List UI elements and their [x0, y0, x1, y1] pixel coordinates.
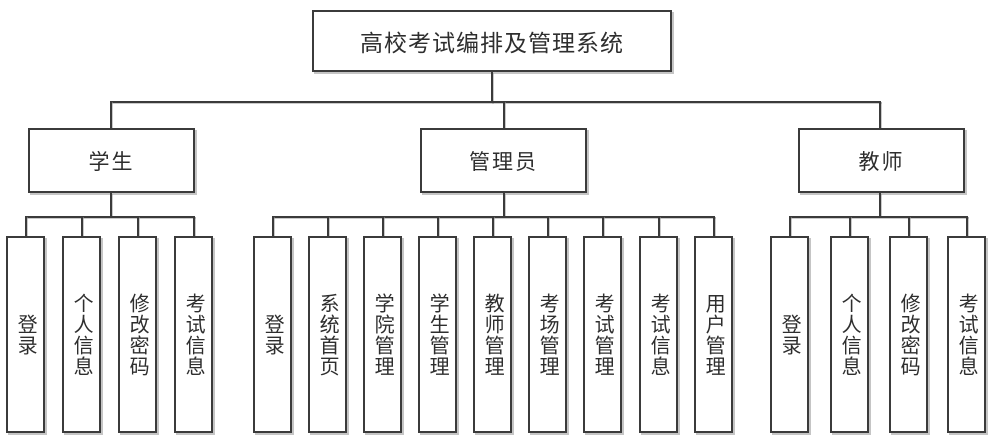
leaf-node-label: 用户管理: [702, 292, 727, 377]
leaf-node-label: 考试信息: [955, 292, 980, 377]
branch-node-label: 学生: [88, 149, 135, 174]
connector-teacher-drop: [879, 193, 881, 217]
leaf-node-teacher-login: 登录: [770, 236, 809, 433]
connector-teacher-leaf-3-stub: [966, 216, 968, 237]
leaf-node-label: 个人信息: [838, 292, 863, 377]
connector-admin-leaf-7-stub: [658, 216, 660, 237]
root-node-label: 高校考试编排及管理系统: [360, 31, 624, 57]
leaf-node-admin-user-management: 用户管理: [694, 236, 733, 433]
connector-admin-leaf-2-stub: [382, 216, 384, 237]
connector-branch-2-stub: [879, 101, 881, 129]
leaf-node-label: 登录: [261, 313, 286, 356]
leaf-node-admin-teacher-management: 教师管理: [473, 236, 512, 433]
leaf-node-admin-exam-management: 考试管理: [583, 236, 622, 433]
connector-admin-drop: [503, 193, 505, 217]
leaf-node-teacher-change-password: 修改密码: [889, 236, 928, 433]
connector-admin-leaf-5-stub: [547, 216, 549, 237]
leaf-node-admin-student-management: 学生管理: [418, 236, 457, 433]
connector-student-leaf-3-stub: [193, 216, 195, 237]
connector-student-leaf-2-stub: [137, 216, 139, 237]
leaf-node-label: 学生管理: [426, 292, 451, 377]
leaf-node-label: 考试信息: [182, 292, 207, 377]
connector-level2-bus: [110, 101, 881, 103]
leaf-node-label: 考试管理: [591, 292, 616, 377]
branch-node-administrator: 管理员: [420, 128, 587, 193]
leaf-node-teacher-exam-info: 考试信息: [947, 236, 986, 433]
leaf-node-admin-college-management: 学院管理: [363, 236, 402, 433]
leaf-node-label: 修改密码: [126, 292, 151, 377]
connector-branch-0-stub: [110, 101, 112, 129]
connector-admin-leaf-3-stub: [437, 216, 439, 237]
branch-node-label: 管理员: [469, 149, 538, 174]
branch-node-teacher: 教师: [798, 128, 965, 193]
leaf-node-label: 考场管理: [536, 292, 561, 377]
connector-student-leaf-0-stub: [25, 216, 27, 237]
leaf-node-label: 修改密码: [897, 292, 922, 377]
connector-root-drop: [491, 72, 493, 103]
connector-student-drop: [110, 193, 112, 217]
leaf-node-label: 学院管理: [371, 292, 396, 377]
leaf-node-teacher-personal-info: 个人信息: [830, 236, 869, 433]
leaf-node-label: 教师管理: [481, 292, 506, 377]
connector-admin-leaf-6-stub: [602, 216, 604, 237]
connector-admin-leaf-1-stub: [327, 216, 329, 237]
root-node-exam-management-system: 高校考试编排及管理系统: [312, 10, 672, 72]
leaf-node-label: 个人信息: [70, 292, 95, 377]
leaf-node-admin-exam-info: 考试信息: [639, 236, 678, 433]
leaf-node-admin-login: 登录: [253, 236, 292, 433]
connector-student-leaf-1-stub: [81, 216, 83, 237]
leaf-node-student-login: 登录: [6, 236, 45, 433]
leaf-node-admin-exam-room-management: 考场管理: [528, 236, 567, 433]
leaf-node-student-exam-info: 考试信息: [174, 236, 213, 433]
connector-admin-leaf-0-stub: [272, 216, 274, 237]
leaf-node-label: 考试信息: [647, 292, 672, 377]
connector-teacher-leaf-2-stub: [908, 216, 910, 237]
leaf-node-label: 登录: [778, 313, 803, 356]
branch-node-label: 教师: [858, 149, 905, 174]
leaf-node-admin-system-home: 系统首页: [308, 236, 347, 433]
leaf-node-student-change-password: 修改密码: [118, 236, 157, 433]
leaf-node-label: 登录: [14, 313, 39, 356]
connector-branch-1-stub: [503, 101, 505, 129]
connector-teacher-leaf-0-stub: [789, 216, 791, 237]
connector-admin-leaf-4-stub: [492, 216, 494, 237]
connector-admin-leaf-8-stub: [713, 216, 715, 237]
connector-teacher-bus: [789, 216, 968, 218]
connector-teacher-leaf-1-stub: [849, 216, 851, 237]
leaf-node-student-personal-info: 个人信息: [62, 236, 101, 433]
leaf-node-label: 系统首页: [316, 292, 341, 377]
connector-student-bus: [25, 216, 195, 218]
branch-node-student: 学生: [28, 128, 195, 193]
